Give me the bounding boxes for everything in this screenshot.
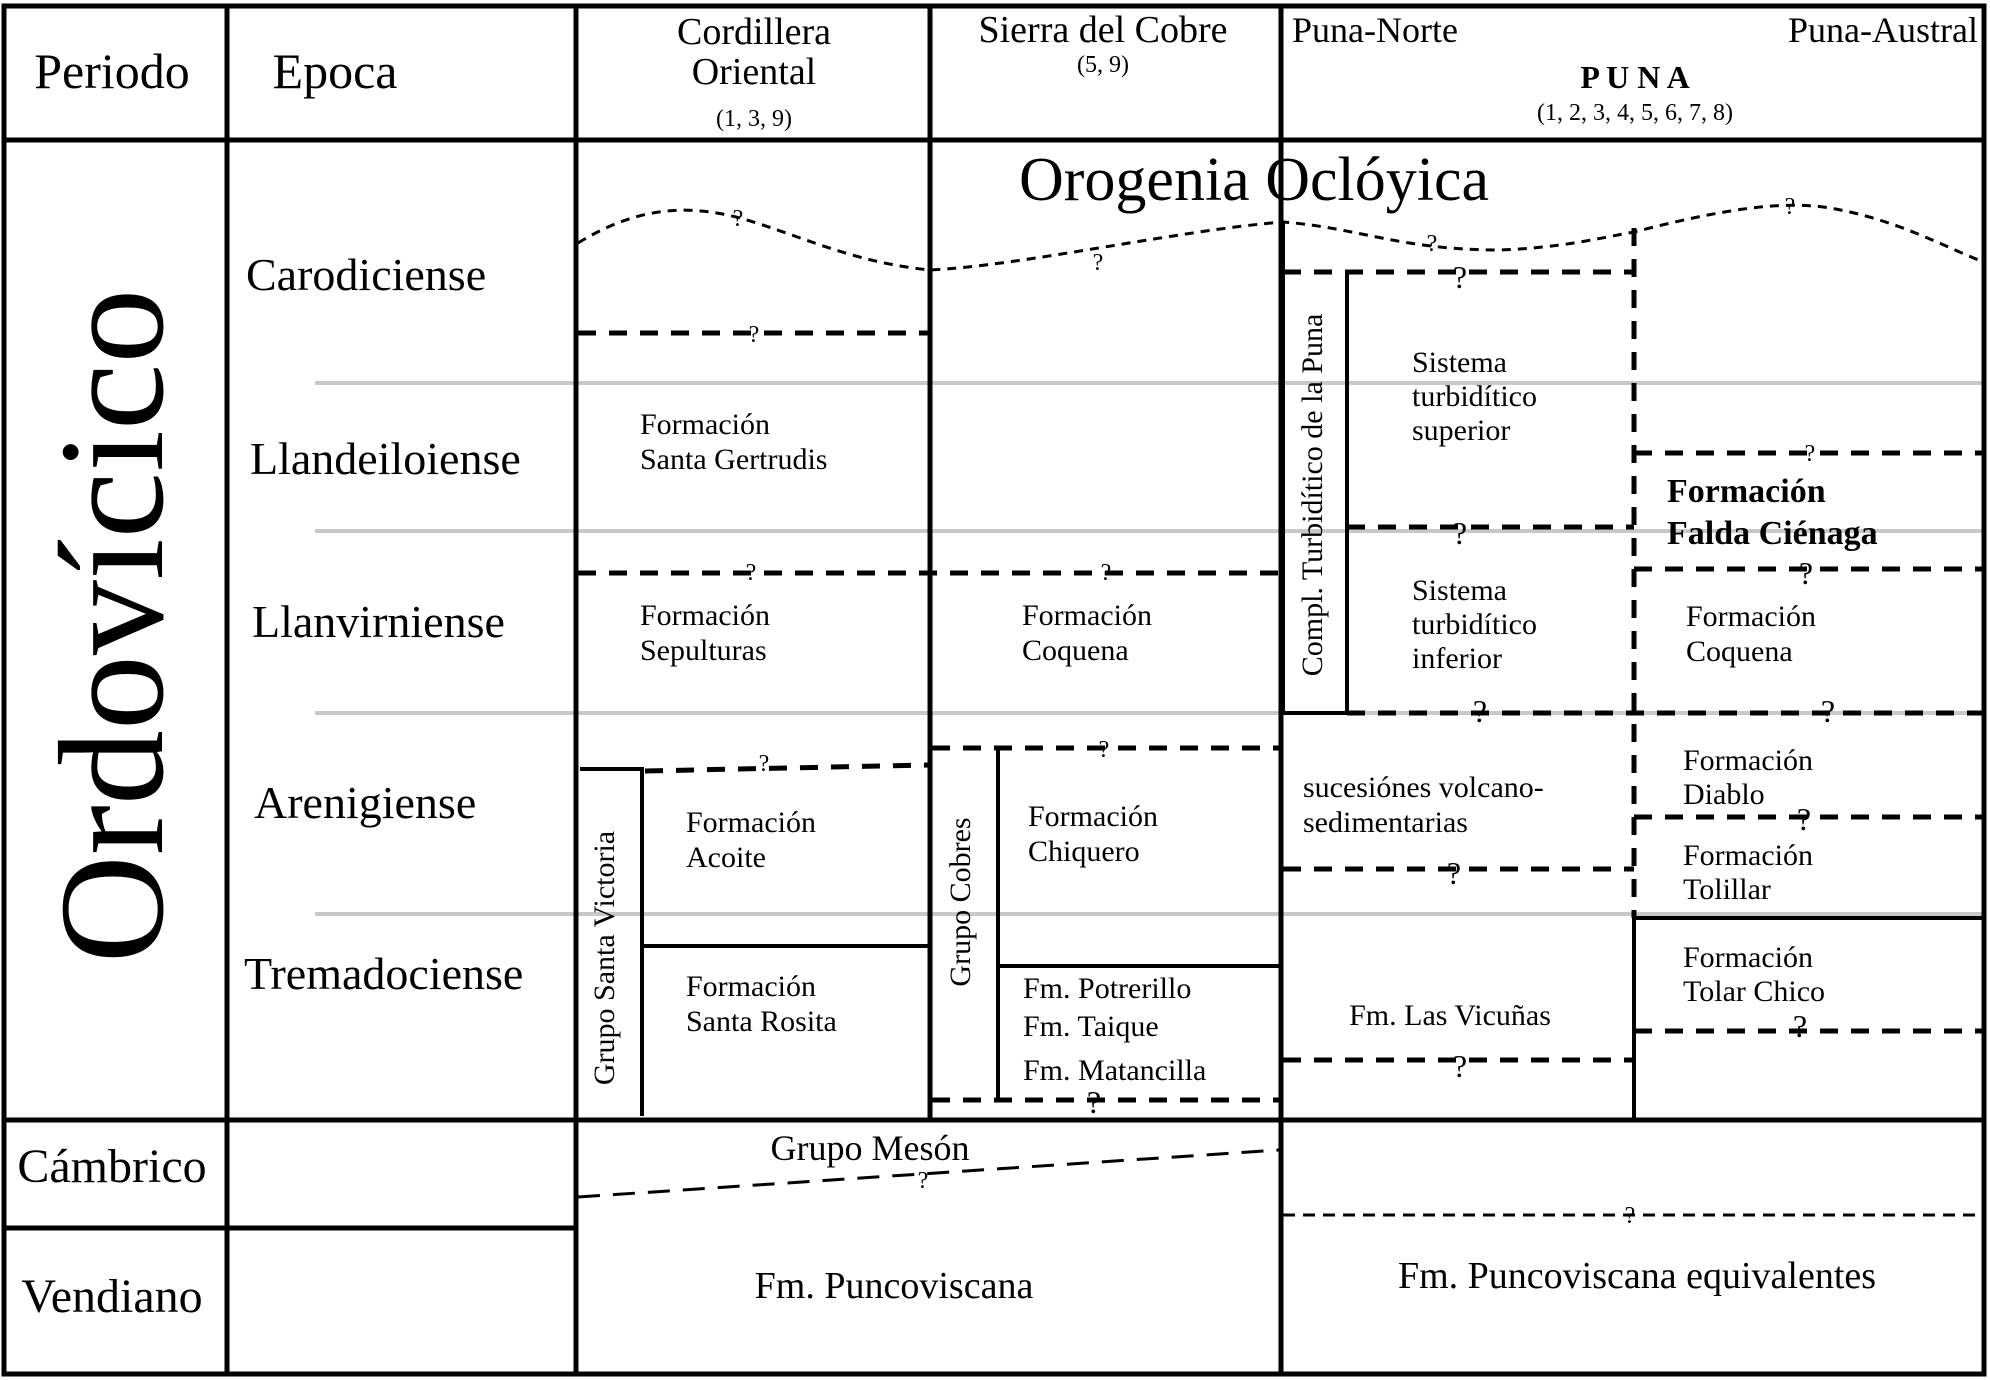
question-mark: ? [1093, 250, 1104, 276]
puna-austral-header: Puna-Austral [1788, 10, 1978, 50]
vendiano-label: Vendiano [21, 1270, 202, 1323]
orogeny-label: Orogenia Oclóyica [1019, 146, 1489, 214]
group-santa-victoria: Grupo Santa Victoria [588, 831, 621, 1085]
chiquero-line2: Chiquero [1028, 835, 1140, 868]
fm-matancilla: Fm. Matancilla [1023, 1054, 1206, 1087]
ordovicico-label: Ordovícico [29, 289, 195, 964]
question-mark: ? [1453, 259, 1467, 295]
puna-refs: (1, 2, 3, 4, 5, 6, 7, 8) [1537, 100, 1733, 126]
fm-potrerillo: Fm. Potrerillo [1023, 972, 1191, 1005]
question-mark: ? [1793, 1008, 1807, 1044]
outer-border [1, 3, 1987, 1377]
superior-line2: turbidítico [1412, 380, 1537, 413]
sepulturas-line2: Sepulturas [640, 634, 767, 667]
inferior-line2: turbidítico [1412, 608, 1537, 641]
epoch-tremadociense: Tremadociense [244, 948, 523, 999]
question-mark: ? [1099, 737, 1110, 763]
gertrudis-line2: Santa Gertrudis [640, 443, 827, 476]
grupo-meson: Grupo Mesón [771, 1128, 970, 1168]
question-mark: ? [1473, 693, 1487, 729]
cordillera-header-line1: Cordillera [677, 11, 831, 53]
tolar-line2: Tolar Chico [1683, 975, 1825, 1008]
falda-line1: Formación [1667, 473, 1826, 510]
epoch-arenigiense: Arenigiense [254, 777, 476, 828]
fm-puncoviscana: Fm. Puncoviscana [755, 1265, 1034, 1307]
tolillar-line1: Formación [1683, 839, 1813, 872]
epoch-llanvirniense: Llanvirniense [252, 596, 505, 647]
cordillera-refs: (1, 3, 9) [716, 106, 792, 132]
falda-line2: Falda Ciénaga [1667, 515, 1878, 552]
epoca-header: Epoca [273, 43, 398, 99]
gertrudis-line1: Formación [640, 408, 770, 441]
superior-line1: Sistema [1412, 346, 1507, 379]
question-mark: ? [1453, 1048, 1467, 1084]
periodo-header: Periodo [34, 43, 190, 99]
diablo-line2: Diablo [1683, 778, 1765, 811]
complejo-turbiditico: Compl. Turbidítico de la Puna [1296, 314, 1329, 677]
question-mark: ? [1785, 194, 1796, 220]
cambrico-label: Cámbrico [17, 1140, 206, 1193]
question-mark: ? [759, 751, 770, 777]
tolillar-line2: Tolillar [1683, 873, 1771, 906]
question-marks-large: ? ? ? ? ? ? ? ? ? ? [1087, 259, 1835, 1120]
question-mark: ? [1797, 801, 1811, 837]
sierra-coquena-line1: Formación [1022, 599, 1152, 632]
solid-boundaries [580, 222, 1984, 1120]
dashed-boundaries [578, 228, 1984, 1103]
austral-coquena-line2: Coquena [1686, 635, 1793, 668]
acoite-line2: Acoite [686, 841, 766, 874]
question-mark: ? [1625, 1203, 1636, 1229]
epoch-carodiciense: Carodiciense [246, 249, 486, 300]
fm-puncoviscana-equivalentes: Fm. Puncoviscana equivalentes [1398, 1255, 1876, 1297]
table-grid [1, 3, 1987, 1377]
sierra-refs: (5, 9) [1077, 52, 1129, 78]
sierra-coquena-line2: Coquena [1022, 634, 1129, 667]
acoite-line1: Formación [686, 806, 816, 839]
cordillera-header-line2: Oriental [692, 51, 817, 93]
fm-las-vicunas: Fm. Las Vicuñas [1349, 999, 1551, 1032]
meson-base-line [577, 1148, 1280, 1199]
victoria-bracket [580, 767, 644, 1116]
epoch-llandeiloiense: Llandeiloiense [250, 433, 521, 484]
epoch-guide-lines [315, 381, 1985, 916]
inferior-line1: Sistema [1412, 574, 1507, 607]
fm-taique: Fm. Taique [1023, 1010, 1159, 1043]
sierra-header: Sierra del Cobre [978, 9, 1227, 51]
question-mark: ? [1447, 855, 1461, 891]
group-cobres: Grupo Cobres [944, 817, 977, 986]
sepulturas-line1: Formación [640, 599, 770, 632]
question-mark: ? [746, 560, 757, 586]
question-mark: ? [1799, 555, 1813, 591]
question-mark: ? [1821, 693, 1835, 729]
volcano-line2: sedimentarias [1303, 806, 1468, 839]
puna-header: P U N A [1580, 59, 1689, 95]
question-mark: ? [918, 1168, 929, 1194]
dashed-line [644, 762, 929, 774]
volcano-line1: sucesiónes volcano- [1303, 771, 1544, 804]
inferior-line3: inferior [1412, 642, 1502, 675]
question-mark: ? [749, 322, 760, 348]
question-mark: ? [733, 206, 744, 232]
rosita-line2: Santa Rosita [686, 1005, 837, 1038]
puna-norte-header: Puna-Norte [1292, 10, 1458, 50]
rosita-line1: Formación [686, 970, 816, 1003]
question-mark: ? [1427, 231, 1438, 257]
thin-dashed-boundaries [577, 203, 1985, 1217]
question-mark: ? [1101, 560, 1112, 586]
question-marks-small: ? ? ? ? ? ? ? ? ? ? ? ? [733, 194, 1816, 1229]
austral-coquena-line1: Formación [1686, 600, 1816, 633]
question-mark: ? [1087, 1084, 1101, 1120]
tolar-line1: Formación [1683, 941, 1813, 974]
question-mark: ? [1453, 515, 1467, 551]
ocloyica-unconformity [577, 203, 1985, 272]
diablo-line1: Formación [1683, 744, 1813, 777]
superior-line3: superior [1412, 414, 1510, 447]
question-mark: ? [1805, 441, 1816, 467]
chiquero-line1: Formación [1028, 800, 1158, 833]
